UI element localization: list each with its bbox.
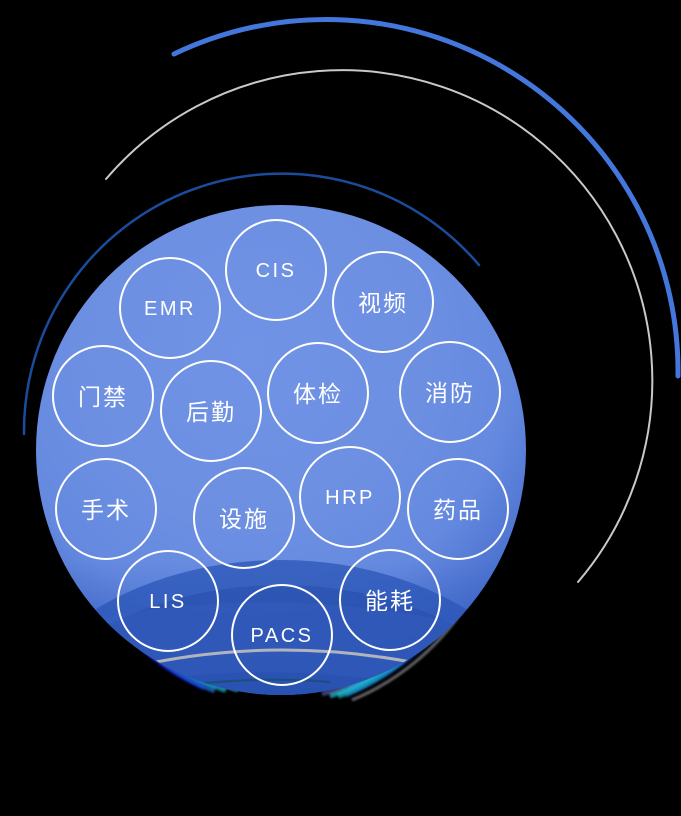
bubble-outline[interactable] <box>339 549 441 651</box>
bubble-outline[interactable] <box>399 341 501 443</box>
bubble-outline[interactable] <box>193 467 295 569</box>
bubble-outline[interactable] <box>231 584 333 686</box>
bubble-outline[interactable] <box>160 360 262 462</box>
bubble-outline[interactable] <box>332 251 434 353</box>
sphere-highlight-band <box>36 602 526 695</box>
outer-blue-arc <box>171 16 681 379</box>
inner-navy-arc <box>22 172 481 436</box>
bubble-outline[interactable] <box>55 458 157 560</box>
bubble-outline[interactable] <box>119 257 221 359</box>
bubble-outline[interactable] <box>299 446 401 548</box>
bubble-outline[interactable] <box>225 219 327 321</box>
bubble-outline[interactable] <box>117 550 219 652</box>
bubble-outline[interactable] <box>407 458 509 560</box>
bubble-outline[interactable] <box>267 342 369 444</box>
decorative-arcs <box>22 16 681 583</box>
bubble-outline[interactable] <box>52 345 154 447</box>
middle-gray-arc <box>105 69 654 583</box>
